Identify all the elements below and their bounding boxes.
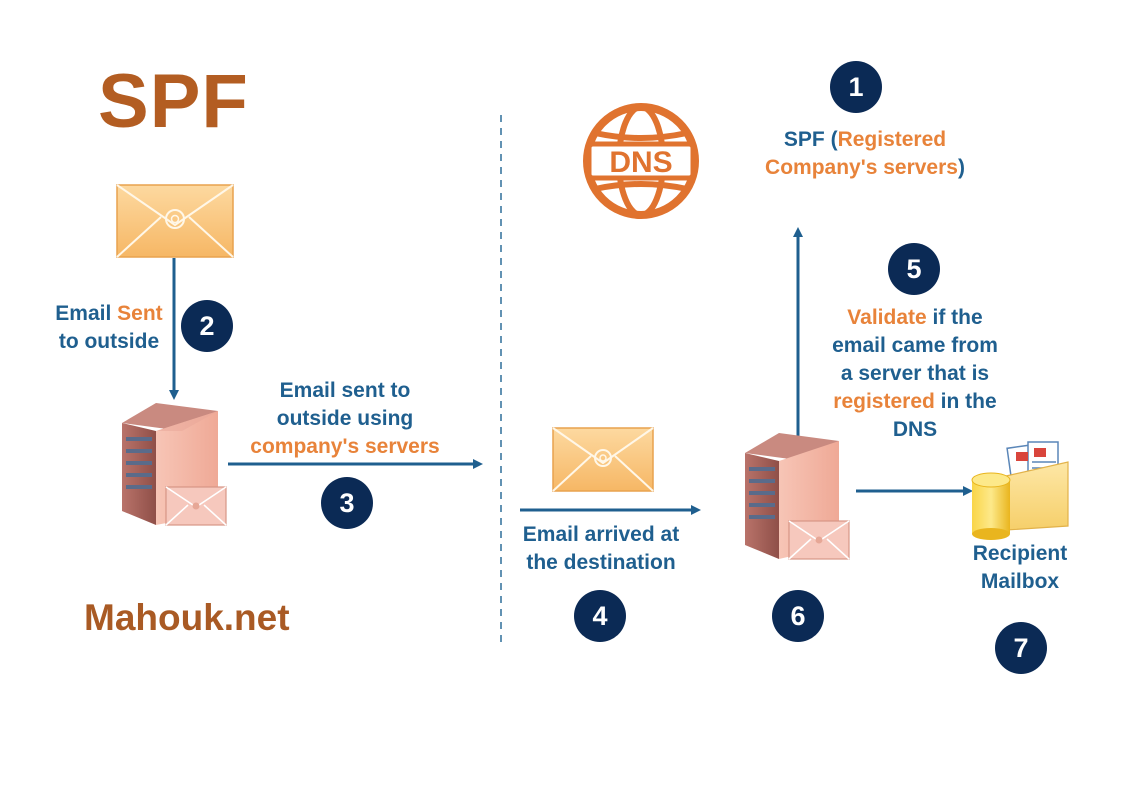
step-1-label: SPF (Registered Company's servers) <box>765 128 965 179</box>
server-icon <box>745 433 850 560</box>
step-2-label: Email Sent to outside <box>55 302 163 353</box>
step-badge-1: 1 <box>830 61 882 113</box>
brand-label: Mahouk.net <box>84 597 290 638</box>
mailbox-icon <box>971 441 1069 540</box>
step-5-label: Validate if the email came from a server… <box>832 306 998 441</box>
step-badge-2: 2 <box>181 300 233 352</box>
step-badge-7: 7 <box>995 622 1047 674</box>
step-7-label: Recipient Mailbox <box>972 542 1068 593</box>
envelope-icon <box>552 427 654 492</box>
dns-label: DNS <box>609 146 672 179</box>
envelope-icon <box>116 184 234 258</box>
step-badge-3: 3 <box>321 477 373 529</box>
step-3-label: Email sent to outside using company's se… <box>250 379 440 458</box>
server-icon <box>122 403 227 526</box>
dns-globe-icon: DNS <box>583 103 699 219</box>
step-4-label: Email arrived at the destination <box>522 523 680 574</box>
step-badge-4: 4 <box>574 590 626 642</box>
step-badge-6: 6 <box>772 590 824 642</box>
step-badge-5: 5 <box>888 243 940 295</box>
page-title: SPF <box>98 59 249 144</box>
